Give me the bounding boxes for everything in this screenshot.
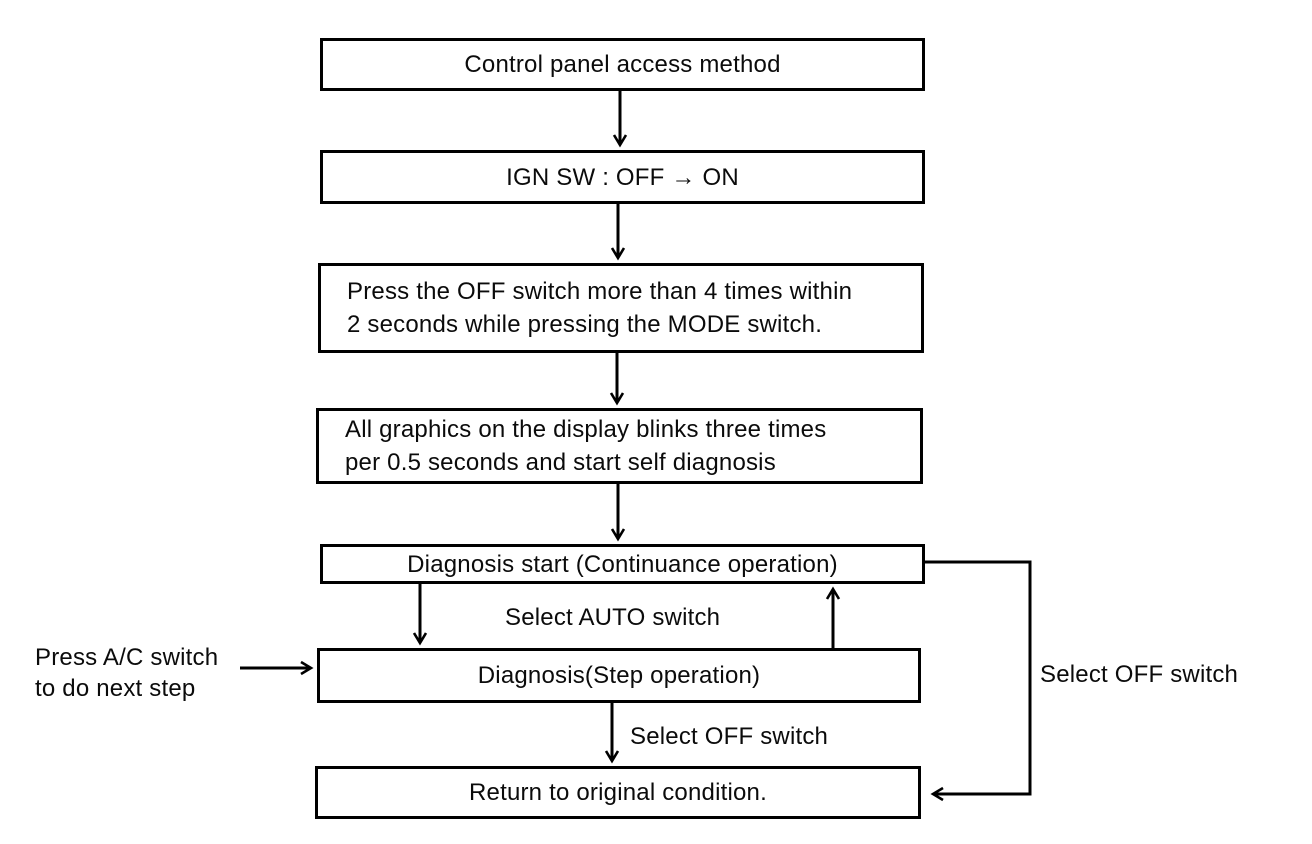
flow-box-diagnosis-step-operation: Diagnosis(Step operation) [317,648,921,703]
note-press-ac-switch-line2: to do next step [35,675,196,702]
flow-box-text: Diagnosis start (Continuance operation) [407,550,838,578]
edge-label-select-auto-switch: Select AUTO switch [505,604,721,631]
note-press-ac-switch: Press A/C switch to do next step [35,642,218,704]
flow-box-text: IGN SW : OFF → ON [506,163,739,191]
note-press-ac-switch-line1: Press A/C switch [35,644,219,671]
flow-box-text: Return to original condition. [469,779,767,806]
edge-label-select-off-switch-down: Select OFF switch [630,723,829,750]
flow-box-ign-sw-off-on: IGN SW : OFF → ON [320,150,925,204]
flow-box-text-line2: per 0.5 seconds and start self diagnosis [345,449,776,476]
edge-label-select-off-switch-right: Select OFF switch [1040,661,1239,688]
flow-box-text-line2: 2 seconds while pressing the MODE switch… [347,311,823,338]
bypass-connector-box5-to-box7-icon [925,560,1032,802]
flow-box-press-off-switch: Press the OFF switch more than 4 times w… [318,263,924,353]
flow-box-text-line1: All graphics on the display blinks three… [345,416,827,443]
flow-box-text: Control panel access method [464,51,781,78]
flow-box-graphics-blink: All graphics on the display blinks three… [316,408,923,484]
flow-box-text-line1: Press the OFF switch more than 4 times w… [347,278,853,305]
flow-box-diagnosis-start-continuance: Diagnosis start (Continuance operation) [320,544,925,584]
flow-box-control-panel-access-method: Control panel access method [320,38,925,91]
flow-box-return-original-condition: Return to original condition. [315,766,921,819]
flow-box-text: Diagnosis(Step operation) [477,662,761,689]
